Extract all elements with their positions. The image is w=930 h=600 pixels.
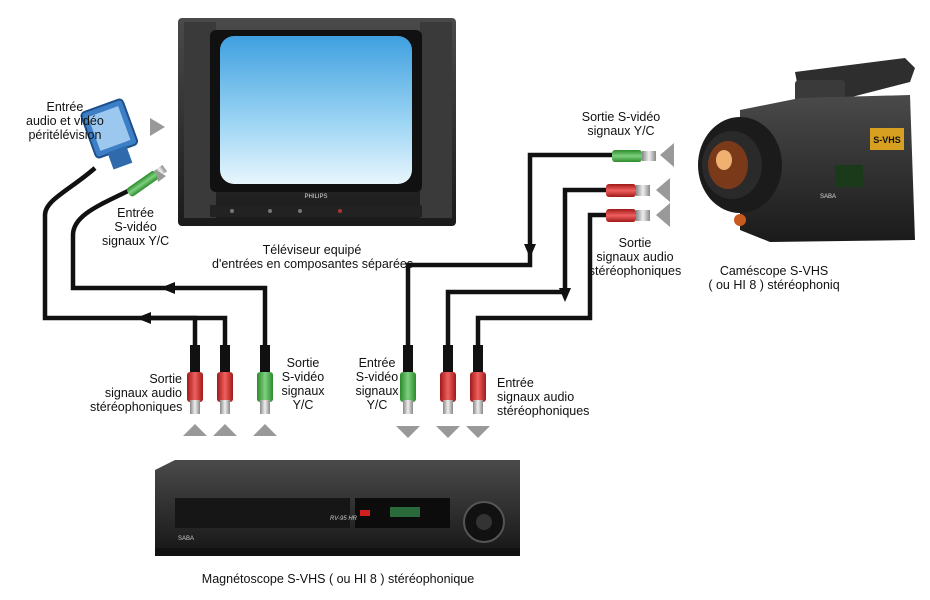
vcr-audio-in-line1: Entrée (497, 376, 534, 390)
vcr-audio-in-plug-right (470, 345, 486, 414)
tv-brand: PHILIPS (304, 194, 327, 200)
scart-arrow-icon (150, 118, 165, 136)
vcr-out-arrow-icon-1 (183, 424, 207, 436)
vcr: SABA RV-95 HR (155, 460, 520, 556)
vcr-svideo-out-line3: signaux (281, 384, 325, 398)
vcr-caption-text: Magnétoscope S-VHS ( ou HI 8 ) stéréopho… (201, 572, 475, 586)
vcr-audio-in-label: Entrée signaux audio stéréophoniques (497, 376, 589, 418)
cam-audio-out-line1: Sortie (618, 236, 652, 250)
cam-audio-arrow-icon-1 (656, 178, 670, 202)
cam-svideo-out-label: Sortie S-vidéo signaux Y/C (566, 110, 676, 138)
vcr-svideo-in-label: Entrée S-vidéo signaux Y/C (352, 356, 402, 412)
vcr-in-arrow-icon-1 (396, 426, 420, 438)
flow-arrows (136, 244, 571, 324)
cam-svideo-arrow-icon (660, 143, 674, 167)
tv-svideo-input-line2: S-vidéo (114, 220, 157, 234)
cam-audio-out-plug-top (606, 184, 650, 197)
vcr-svideo-in-line1: Entrée (358, 356, 396, 370)
vcr-audio-out-plug-left (187, 345, 203, 414)
arrow-down-svideo-cam (524, 244, 536, 258)
vcr-model: RV-95 HR (330, 516, 358, 522)
camcorder-badge-plate (870, 128, 904, 150)
cable-svideo-cam (405, 152, 612, 345)
tv-caption: Téléviseur equipé d'entrées en composant… (212, 243, 414, 271)
vcr-in-arrow-icon-2 (436, 426, 460, 438)
camcorder-caption-line1: Caméscope S-VHS (719, 264, 829, 278)
vcr-svideo-out-label: Sortie S-vidéo signaux Y/C (278, 356, 328, 412)
vcr-tape-slot (175, 498, 350, 528)
vcr-in-arrow-icon-3 (466, 426, 490, 438)
arrow-down-audio-cam (559, 288, 571, 302)
vcr-svideo-in-plug (400, 345, 416, 414)
cable-audio-right (142, 315, 228, 345)
cable-scart-audio-left (42, 166, 198, 345)
scart-input-line2: audio et vidéo (26, 114, 104, 128)
camcorder-caption: Caméscope S-VHS ( ou HI 8 ) stéréophoniq (704, 264, 844, 292)
vcr-svideo-in-line2: S-vidéo (355, 370, 399, 384)
cable-svideo-tv (70, 187, 268, 345)
vcr-input-plugs (396, 345, 490, 438)
scart-input-line1: Entrée (46, 100, 84, 114)
cam-svideo-out-line2: signaux Y/C (587, 124, 655, 138)
vcr-svideo-out-line2: S-vidéo (281, 370, 325, 384)
vcr-caption: Magnétoscope S-VHS ( ou HI 8 ) stéréopho… (168, 572, 508, 586)
cam-svideo-out-line1: Sortie S-vidéo (581, 110, 661, 124)
tv-screen (220, 36, 412, 184)
arrow-left-svideo (160, 282, 175, 294)
vcr-audio-out-plug-right (217, 345, 233, 414)
cam-audio-out-line2: signaux audio (596, 250, 674, 264)
camcorder-caption-line2: ( ou HI 8 ) stéréophoniq (708, 278, 840, 292)
vcr-audio-in-line2: signaux audio (497, 390, 575, 404)
cam-audio-out-plug-bottom (606, 209, 650, 222)
vcr-audio-out-line3: stéréophoniques (90, 400, 183, 414)
tv-caption-line2: d'entrées en composantes séparées (212, 257, 414, 271)
cam-audio-out-label: Sortie signaux audio stéréophoniques (580, 236, 690, 278)
tv-svideo-arrow-icon (156, 170, 166, 182)
vcr-out-arrow-icon-2 (213, 424, 237, 436)
vcr-out-arrow-icon-3 (253, 424, 277, 436)
vcr-audio-out-line1: Sortie (149, 372, 182, 386)
scart-plug (80, 98, 139, 170)
cam-audio-arrow-icon-2 (656, 203, 670, 227)
cables (42, 152, 612, 345)
television: PHILIPS (178, 18, 456, 226)
vcr-svideo-out-line4: Y/C (292, 398, 314, 412)
scart-input-line3: péritélévision (28, 128, 102, 142)
arrow-left-audio (136, 312, 151, 324)
camcorder-badge: S-VHS (873, 135, 901, 145)
tv-svideo-input-line3: signaux Y/C (102, 234, 170, 248)
cam-audio-out-line3: stéréophoniques (588, 264, 682, 278)
tv-caption-line1: Téléviseur equipé (262, 243, 362, 257)
vcr-audio-out-label: Sortie signaux audio stéréophoniques (90, 372, 182, 414)
tv-svideo-input-label: Entrée S-vidéo signaux Y/C (102, 206, 169, 248)
vcr-svideo-out-line1: Sortie (286, 356, 320, 370)
tv-svideo-input-line1: Entrée (117, 206, 154, 220)
vcr-audio-in-plug-left (440, 345, 456, 414)
camcorder-plugs (606, 143, 674, 227)
vcr-svideo-in-line3: signaux (355, 384, 399, 398)
cam-svideo-out-plug (612, 150, 656, 162)
camcorder: S-VHS SABA (698, 58, 915, 242)
scart-input-label: Entrée audio et vidéo péritélévision (26, 100, 104, 142)
vcr-brand: SABA (178, 536, 194, 542)
tv-svideo-plug (126, 164, 167, 197)
vcr-svideo-out-plug (257, 345, 273, 414)
vcr-output-plugs (183, 345, 277, 436)
vcr-svideo-in-line4: Y/C (366, 398, 388, 412)
vcr-audio-out-line2: signaux audio (104, 386, 182, 400)
camcorder-brand: SABA (820, 194, 836, 200)
cable-audio-cam-right (475, 212, 606, 345)
vcr-audio-in-line3: stéréophoniques (497, 404, 590, 418)
